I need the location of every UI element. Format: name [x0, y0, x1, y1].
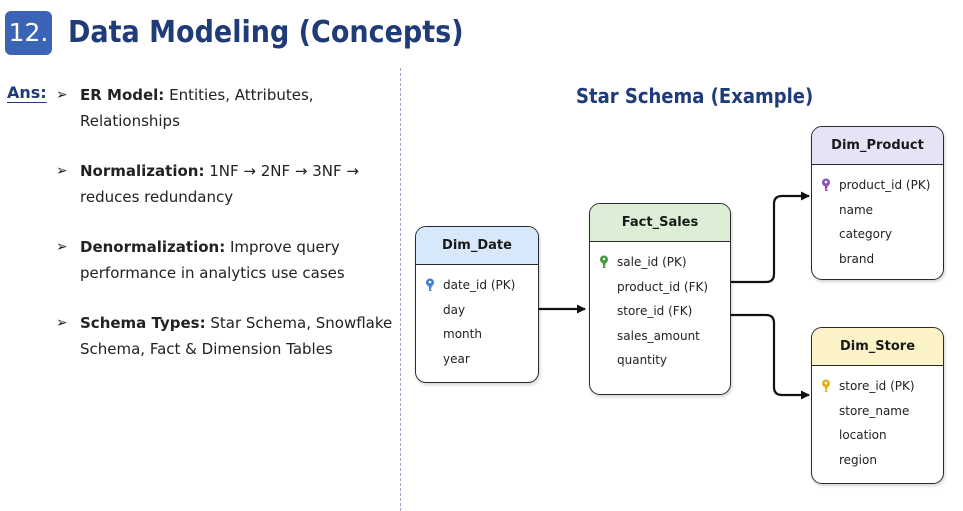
table-field: day: [416, 298, 538, 323]
field-label: year: [443, 351, 470, 366]
field-label: store_id (FK): [617, 304, 693, 318]
table-field: product_id (FK): [590, 275, 730, 300]
field-label: product_id (FK): [617, 279, 709, 294]
table-field: sales_amount: [590, 324, 730, 349]
bullet-text: 1NF → 2NF → 3NF → reduces redundancy: [80, 162, 359, 206]
field-list: date_id (PK) day month year: [416, 265, 538, 371]
field-label: date_id (PK): [443, 278, 516, 292]
field-label: quantity: [617, 353, 668, 367]
arrowhead-bullet-icon: ➢: [56, 163, 68, 179]
column-divider: [400, 68, 401, 511]
bullet-text: Star Schema, Snowflake Schema, Fact & Di…: [80, 314, 393, 358]
table-field: quantity: [590, 348, 730, 373]
table-field: sale_id (PK): [590, 250, 730, 275]
table-field: region: [812, 448, 943, 473]
list-item: ➢ Schema Types: Star Schema, Snowflake S…: [56, 310, 396, 362]
table-dim-date: Dim_Date date_id (PK) day month year: [415, 226, 539, 383]
arrowhead-bullet-icon: ➢: [56, 87, 68, 103]
table-field: name: [812, 198, 943, 223]
field-label: name: [839, 202, 874, 217]
field-label: store_name: [839, 403, 910, 418]
primary-key-icon: [600, 255, 608, 268]
field-label: brand: [839, 251, 875, 266]
table-field: month: [416, 322, 538, 347]
field-label: sale_id (PK): [617, 255, 687, 269]
field-label: month: [443, 327, 482, 341]
table-field: category: [812, 222, 943, 247]
table-field: store_id (FK): [590, 299, 730, 324]
list-item: ➢ ER Model: Entities, Attributes, Relati…: [56, 82, 396, 134]
field-list: sale_id (PK) product_id (FK) store_id (FK)…: [590, 242, 730, 373]
field-label: sales_amount: [617, 328, 700, 343]
field-label: location: [839, 428, 887, 442]
table-header: Dim_Date: [416, 227, 538, 265]
table-field: date_id (PK): [416, 273, 538, 298]
field-label: region: [839, 452, 877, 467]
table-field: brand: [812, 247, 943, 272]
bullet-text: Improve query performance in analytics u…: [80, 238, 345, 282]
table-header: Dim_Product: [812, 127, 943, 165]
primary-key-icon: [426, 278, 434, 291]
table-header: Dim_Store: [812, 328, 943, 366]
field-label: day: [443, 302, 466, 317]
table-field: store_name: [812, 399, 943, 424]
field-list: product_id (PK) name category brand: [812, 165, 943, 271]
concept-list: ➢ ER Model: Entities, Attributes, Relati…: [56, 82, 396, 386]
relationship-arrow-fact-to-product: [730, 191, 810, 284]
list-item: ➢ Denormalization: Improve query perform…: [56, 234, 396, 286]
field-label: product_id (PK): [839, 178, 931, 192]
bullet-term: ER Model:: [80, 86, 165, 104]
table-fact-sales: Fact_Sales sale_id (PK) product_id (FK) st…: [589, 203, 731, 395]
field-list: store_id (PK) store_name location region: [812, 366, 943, 472]
diagram-title: Star Schema (Example): [576, 84, 814, 108]
page-title: Data Modeling (Concepts): [68, 15, 464, 50]
table-field: product_id (PK): [812, 173, 943, 198]
bullet-term: Denormalization:: [80, 238, 226, 256]
bullet-term: Schema Types:: [80, 314, 206, 332]
bullet-text: Entities, Attributes, Relationships: [80, 86, 314, 130]
answer-label: Ans:: [7, 83, 47, 102]
table-field: store_id (PK): [812, 374, 943, 399]
primary-key-icon: [822, 178, 830, 191]
table-field: location: [812, 423, 943, 448]
table-field: year: [416, 347, 538, 372]
list-item: ➢ Normalization: 1NF → 2NF → 3NF → reduc…: [56, 158, 396, 210]
primary-key-icon: [822, 379, 830, 392]
arrowhead-bullet-icon: ➢: [56, 239, 68, 255]
section-number-badge: 12.: [5, 11, 52, 55]
field-label: category: [839, 227, 893, 241]
bullet-term: Normalization:: [80, 162, 205, 180]
relationship-arrow-fact-to-store: [730, 313, 810, 400]
table-dim-product: Dim_Product product_id (PK) name category b…: [811, 126, 944, 280]
arrowhead-bullet-icon: ➢: [56, 315, 68, 331]
table-header: Fact_Sales: [590, 204, 730, 242]
field-label: store_id (PK): [839, 379, 915, 393]
